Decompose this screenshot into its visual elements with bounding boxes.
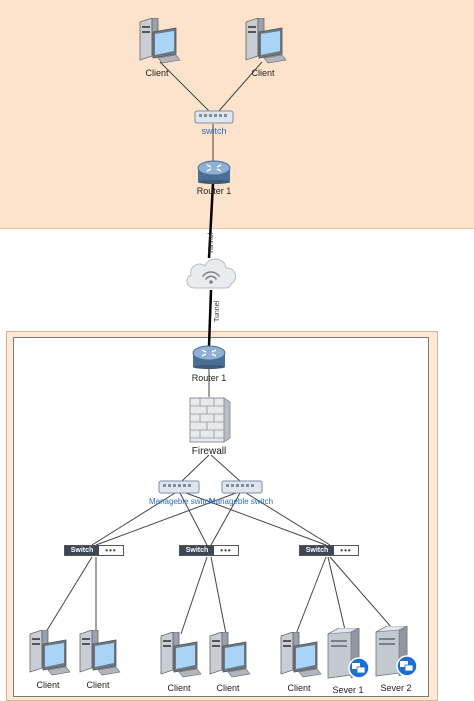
client-computer-icon (29, 629, 71, 676)
top-client-1-label: Client (145, 68, 169, 78)
top-site-zone (0, 0, 474, 229)
link-sw2-client3 (180, 556, 208, 635)
access-switch-2[interactable]: Switch ••• (179, 545, 239, 556)
bottom-client-4-label: Client (216, 683, 240, 693)
link-sw3-client5 (295, 556, 327, 635)
bottom-client-1-label: Client (36, 680, 60, 690)
server-2-label: Sever 2 (380, 683, 412, 693)
link-msw2-sw1 (95, 492, 237, 546)
switch-icon (221, 480, 263, 494)
link-firewall-mswitch2 (210, 454, 241, 482)
top-switch[interactable] (194, 110, 234, 129)
switch-ports-icon: ••• (220, 546, 232, 555)
managed-switch-2[interactable] (221, 480, 263, 499)
router-icon (192, 345, 226, 369)
router-icon (197, 160, 231, 184)
server-icon (375, 625, 418, 677)
client-computer-icon (209, 631, 251, 678)
bottom-router[interactable] (192, 345, 226, 374)
link-top-client2-switch (217, 61, 263, 113)
top-client-1[interactable] (136, 17, 182, 69)
client-computer-icon (280, 631, 322, 678)
tunnel-lower-label: Tunnel (214, 300, 221, 322)
server-2[interactable] (373, 625, 421, 683)
bottom-client-4[interactable] (206, 631, 252, 683)
server-icon (327, 627, 370, 679)
top-router-label: Router 1 (196, 186, 232, 196)
top-client-2[interactable] (242, 17, 288, 69)
switch-ports-icon: ••• (105, 546, 117, 555)
link-msw2-sw2 (210, 492, 241, 546)
bottom-client-2[interactable] (76, 629, 122, 681)
managed-switch-1-label: Manageble switch (148, 497, 214, 506)
client-computer-icon (245, 17, 287, 64)
link-msw1-sw2 (179, 492, 208, 546)
link-sw2-client4 (210, 556, 227, 635)
server-1-label: Sever 1 (332, 685, 364, 695)
top-router[interactable] (197, 160, 231, 189)
switch-icon (158, 480, 200, 494)
bottom-router-label: Router 1 (191, 373, 227, 383)
firewall-label: Firewall (191, 446, 227, 457)
managed-switch-1[interactable] (158, 480, 200, 499)
firewall-icon (189, 397, 231, 443)
link-firewall-mswitch1 (181, 454, 210, 482)
link-sw3-server1 (327, 556, 346, 631)
access-switch-1[interactable]: Switch ••• (64, 545, 124, 556)
bottom-client-1[interactable] (26, 629, 72, 681)
bottom-client-3-label: Client (167, 683, 191, 693)
tunnel-link-upper (207, 182, 215, 259)
bottom-client-3[interactable] (157, 631, 203, 683)
tunnel-link-lower (207, 289, 213, 347)
client-computer-icon (139, 17, 181, 64)
link-sw1-client1 (45, 556, 93, 633)
tunnel-upper-label: Tunnel (208, 232, 215, 254)
firewall[interactable] (188, 396, 232, 449)
link-top-client1-switch (159, 61, 211, 113)
access-switch-3[interactable]: Switch ••• (299, 545, 359, 556)
bottom-client-5-label: Client (287, 683, 311, 693)
managed-switch-2-label: Manageble switch (208, 497, 274, 506)
switch-tag: Switch (65, 546, 99, 555)
switch-ports-icon: ••• (340, 546, 352, 555)
top-switch-label: switch (201, 126, 227, 136)
top-client-2-label: Client (251, 68, 275, 78)
internet-cloud[interactable] (183, 252, 239, 297)
client-computer-icon (160, 631, 202, 678)
link-msw1-sw3 (185, 492, 327, 546)
link-msw1-sw1 (91, 492, 176, 546)
cloud-icon (186, 258, 237, 289)
link-sw3-server2 (329, 556, 393, 629)
server-1[interactable] (325, 627, 373, 685)
client-computer-icon (79, 629, 121, 676)
switch-tag: Switch (300, 546, 334, 555)
bottom-client-2-label: Client (86, 680, 110, 690)
switch-tag: Switch (180, 546, 214, 555)
switch-icon (194, 110, 234, 124)
link-msw2-sw3 (245, 492, 331, 546)
bottom-client-5[interactable] (277, 631, 323, 683)
